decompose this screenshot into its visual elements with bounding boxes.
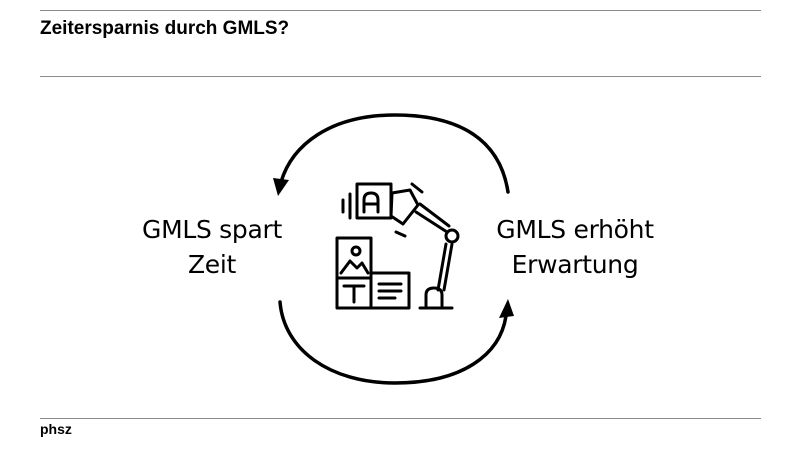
right-cycle-label: GMLS erhöht Erwartung: [470, 212, 680, 282]
robot-arm-content-creation-icon: [335, 182, 460, 310]
cycle-arrow-bottom: [278, 299, 514, 385]
right-label-line2: Erwartung: [511, 250, 639, 279]
footer-logo-text: phsz: [40, 421, 72, 437]
slide-title: Zeitersparnis durch GMLS?: [40, 18, 290, 39]
cycle-arrow-top: [273, 113, 510, 196]
left-cycle-label: GMLS spart Zeit: [122, 212, 302, 282]
left-label-line1: GMLS spart: [142, 215, 282, 244]
right-label-line1: GMLS erhöht: [496, 215, 654, 244]
footer-divider: [40, 418, 761, 419]
top-divider: [40, 10, 761, 11]
title-divider: [40, 76, 761, 77]
left-label-line2: Zeit: [187, 250, 237, 279]
